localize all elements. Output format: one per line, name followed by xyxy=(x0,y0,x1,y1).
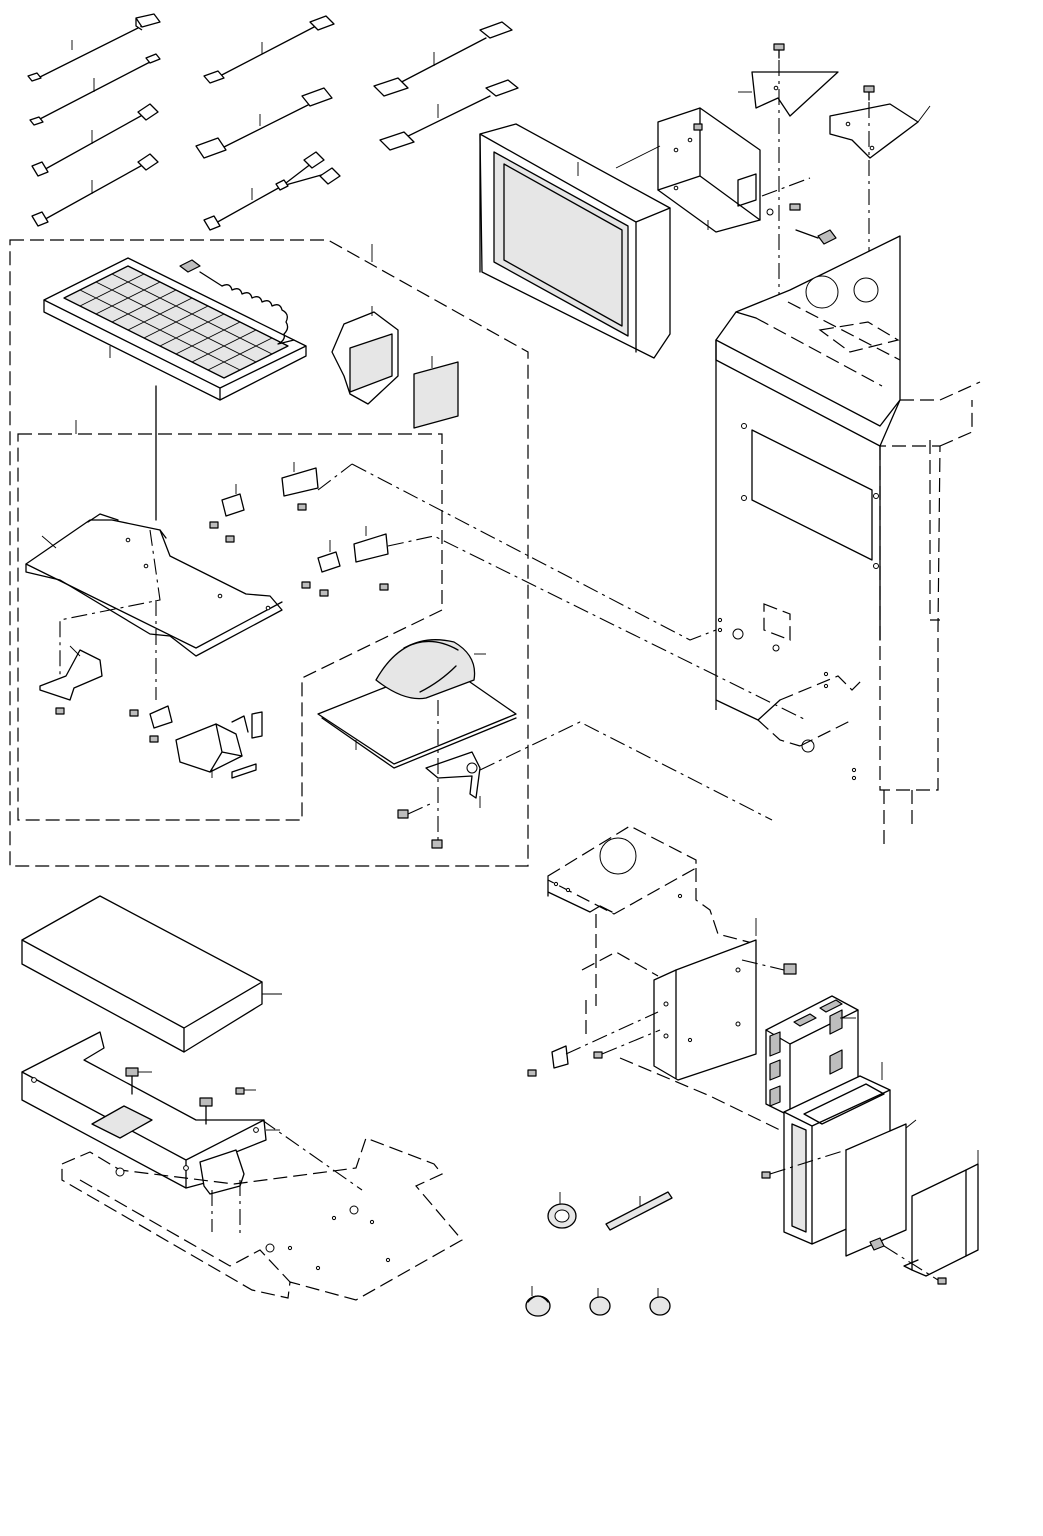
screw xyxy=(864,86,874,100)
mounting-plate xyxy=(654,940,756,1080)
power-supply-box xyxy=(22,896,282,1052)
screw xyxy=(774,44,784,58)
lcd-monitor xyxy=(480,124,670,358)
grommet xyxy=(548,1192,576,1228)
keyboard xyxy=(44,258,306,400)
bracket-clip xyxy=(552,1046,568,1068)
screw xyxy=(236,1088,256,1094)
rod xyxy=(606,1192,672,1230)
screw xyxy=(226,536,234,542)
screw xyxy=(762,1172,770,1178)
washer xyxy=(767,209,773,215)
hinge-small xyxy=(130,706,172,742)
screw xyxy=(594,1052,602,1058)
card-plate xyxy=(414,356,458,428)
screw xyxy=(298,504,306,510)
cable-5 xyxy=(204,16,334,83)
kiosk-cabinet xyxy=(716,236,980,850)
screw xyxy=(302,582,310,588)
screw xyxy=(528,1070,536,1076)
top-bracket xyxy=(738,72,838,116)
cable-6 xyxy=(196,88,332,158)
wing-screw xyxy=(796,230,836,244)
screw xyxy=(380,584,388,590)
rubber-foot-small xyxy=(650,1288,670,1315)
screw xyxy=(210,522,218,528)
rubber-foot-medium xyxy=(590,1288,610,1315)
screw xyxy=(150,736,158,742)
cable-7-splitter xyxy=(204,152,340,230)
stand-bracket xyxy=(40,646,102,700)
reader-housing xyxy=(176,716,248,778)
right-bracket xyxy=(830,104,930,158)
screw xyxy=(938,1278,946,1284)
screw xyxy=(694,124,702,130)
cable-4 xyxy=(32,154,158,226)
screw xyxy=(398,804,430,818)
rubber-foot-large xyxy=(526,1286,550,1316)
cable-8 xyxy=(374,22,512,96)
screw xyxy=(130,710,138,716)
screw xyxy=(790,204,800,210)
base-plate xyxy=(62,1138,462,1300)
cable-3 xyxy=(32,104,158,176)
base-mount-bracket xyxy=(22,1032,280,1194)
cable-group xyxy=(28,14,518,230)
side-cover xyxy=(904,1150,978,1276)
cable-1 xyxy=(28,14,160,81)
screw xyxy=(320,590,328,596)
keyboard-tray xyxy=(26,514,282,656)
hinge-bracket xyxy=(222,462,388,572)
mouse-pad-group xyxy=(318,640,516,808)
card-holder xyxy=(332,306,398,404)
screw xyxy=(56,708,64,714)
